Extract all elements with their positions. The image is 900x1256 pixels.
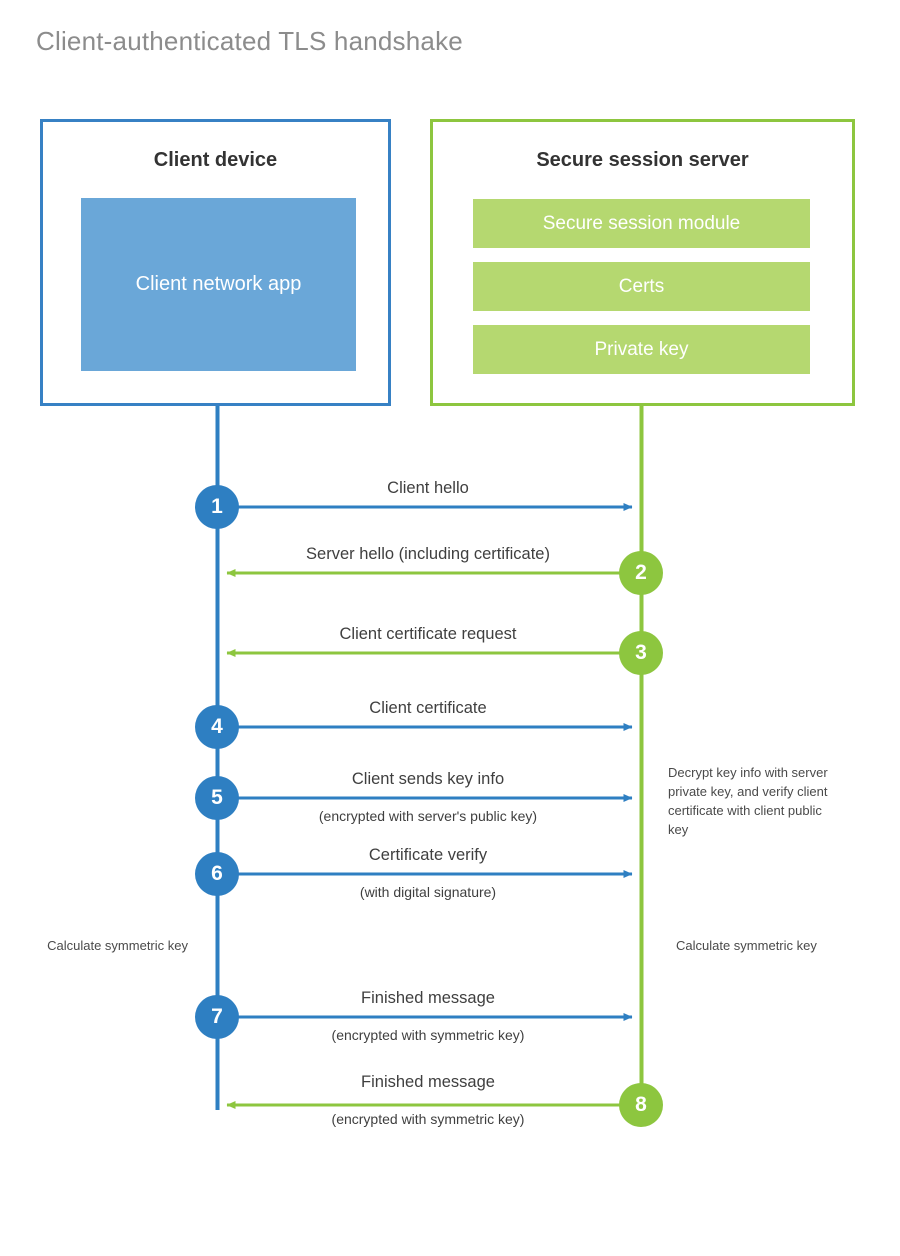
step-badge-5[interactable]: 5 — [195, 776, 239, 820]
secure-session-server-title: Secure session server — [536, 149, 749, 171]
step-sublabel-6: (with digital signature) — [359, 884, 497, 900]
step-label-7: Finished message — [361, 989, 495, 1007]
step-badge-7[interactable]: 7 — [195, 995, 239, 1039]
step-badge-8[interactable]: 8 — [619, 1083, 663, 1127]
server-decrypt-note: Decrypt key info with server private key… — [668, 765, 828, 837]
step-sublabel-7: (encrypted with symmetric key) — [331, 1027, 525, 1043]
server-calculate-symmetric-key-note: Calculate symmetric key — [676, 938, 817, 953]
page-title: Client-authenticated TLS handshake — [36, 26, 463, 56]
client-network-app-block: Client network app — [81, 198, 356, 371]
secure-session-server-box: Secure session server Secure session mod… — [430, 119, 855, 406]
step-label-1: Client hello — [387, 479, 469, 497]
client-calculate-symmetric-key-note: Calculate symmetric key — [47, 938, 188, 953]
step-badge-4[interactable]: 4 — [195, 705, 239, 749]
server-module-private-key: Private key — [473, 325, 810, 374]
step-sublabel-5: (encrypted with server's public key) — [318, 808, 538, 824]
server-module-certs: Certs — [473, 262, 810, 311]
step-badge-2[interactable]: 2 — [619, 551, 663, 595]
server-module-secure-session-module: Secure session module — [473, 199, 810, 248]
step-sublabel-8: (encrypted with symmetric key) — [331, 1111, 525, 1127]
step-label-5: Client sends key info — [351, 770, 505, 788]
step-label-8: Finished message — [361, 1073, 495, 1091]
client-device-title: Client device — [153, 149, 278, 171]
client-device-box: Client device Client network app — [40, 119, 391, 406]
step-label-2: Server hello (including certificate) — [306, 545, 550, 563]
step-label-3: Client certificate request — [339, 625, 517, 643]
step-badge-1[interactable]: 1 — [195, 485, 239, 529]
step-label-4: Client certificate — [369, 699, 487, 717]
step-label-6: Certificate verify — [368, 846, 488, 864]
step-badge-6[interactable]: 6 — [195, 852, 239, 896]
step-badge-3[interactable]: 3 — [619, 631, 663, 675]
